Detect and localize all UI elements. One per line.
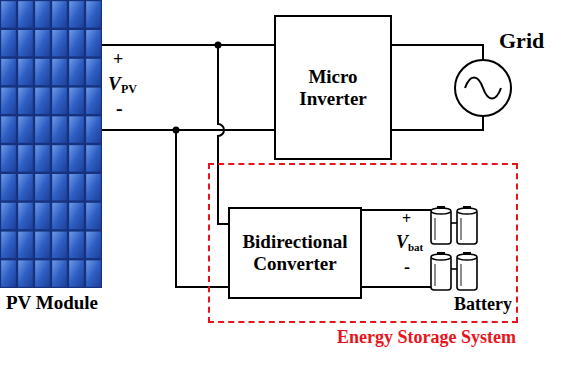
wire-connector xyxy=(102,45,274,130)
pv-cell xyxy=(69,116,84,142)
pv-cell xyxy=(86,30,101,56)
node-heading: PV Module xyxy=(0,292,104,314)
pv-cell xyxy=(35,145,50,171)
pv-cell xyxy=(52,174,67,200)
pv-cell xyxy=(35,174,50,200)
pv-cell xyxy=(52,145,67,171)
pv-cell xyxy=(86,174,101,200)
pv-cell xyxy=(35,88,50,114)
pv-cell xyxy=(52,59,67,85)
voltage-subscript: PV xyxy=(121,83,137,95)
junction-dot xyxy=(173,127,180,134)
pv-cell xyxy=(86,145,101,171)
grid-source: Grid xyxy=(453,28,568,120)
pv-cell xyxy=(1,174,16,200)
pv-cell xyxy=(1,116,16,142)
pv-module: PV Module xyxy=(0,0,104,318)
voltage-symbol: V xyxy=(396,233,408,251)
pv-cell xyxy=(52,260,67,286)
node-label: Bidirectional Converter xyxy=(236,231,354,275)
pv-cell xyxy=(35,203,50,229)
terminal-sign: - xyxy=(116,98,123,118)
pv-cell xyxy=(52,116,67,142)
pv-cell xyxy=(69,203,84,229)
pv-cell xyxy=(69,232,84,258)
voltage-symbol: V xyxy=(108,74,121,93)
pv-cell xyxy=(35,232,50,258)
pv-cell xyxy=(52,88,67,114)
pv-cell xyxy=(18,203,33,229)
pv-cell xyxy=(18,174,33,200)
pv-cell xyxy=(69,260,84,286)
group-heading: Energy Storage System xyxy=(337,327,516,348)
pv-cell xyxy=(86,232,101,258)
pv-panel-illustration xyxy=(0,0,102,288)
pv-cell xyxy=(86,203,101,229)
pv-cell xyxy=(69,145,84,171)
voltage-subscript: bat xyxy=(408,242,423,253)
pv-cell xyxy=(35,59,50,85)
pv-cell xyxy=(1,203,16,229)
pv-cell xyxy=(18,260,33,286)
pv-cell xyxy=(1,30,16,56)
wire-connector xyxy=(362,210,431,287)
process-box: Micro Inverter xyxy=(274,15,392,160)
pv-cell xyxy=(69,1,84,27)
pv-cell xyxy=(1,88,16,114)
pv-cell xyxy=(86,116,101,142)
pv-cell xyxy=(86,59,101,85)
pv-cell xyxy=(1,59,16,85)
node-heading: Battery xyxy=(454,294,512,315)
pv-cell xyxy=(1,232,16,258)
junction-dot xyxy=(215,42,222,49)
pv-cell xyxy=(69,88,84,114)
pv-cell xyxy=(18,145,33,171)
pv-cell xyxy=(18,1,33,27)
battery-cells xyxy=(427,202,483,294)
pv-cell xyxy=(1,260,16,286)
terminal-sign: + xyxy=(113,50,123,68)
pv-cell xyxy=(52,30,67,56)
process-box: Bidirectional Converter xyxy=(228,207,362,299)
pv-cell xyxy=(86,88,101,114)
pv-cell xyxy=(18,30,33,56)
pv-cell xyxy=(52,1,67,27)
pv-cell xyxy=(52,203,67,229)
pv-cell xyxy=(86,1,101,27)
group-region: Energy Storage SystemBidirectional Conve… xyxy=(208,163,518,323)
node-label: Micro Inverter xyxy=(282,66,384,110)
terminal-sign: + xyxy=(402,211,411,227)
pv-cell xyxy=(69,30,84,56)
pv-cell xyxy=(18,232,33,258)
pv-cell xyxy=(69,174,84,200)
pv-cell xyxy=(1,1,16,27)
pv-cell xyxy=(35,116,50,142)
pv-cell xyxy=(35,260,50,286)
pv-cell xyxy=(69,59,84,85)
pv-cell xyxy=(1,145,16,171)
pv-cell xyxy=(18,59,33,85)
pv-cell xyxy=(86,260,101,286)
pv-cell xyxy=(52,232,67,258)
pv-cell xyxy=(18,116,33,142)
terminal-sign: - xyxy=(404,258,410,276)
node-heading: Grid xyxy=(499,28,544,53)
battery-pack: Battery xyxy=(422,197,512,315)
pv-cell xyxy=(18,88,33,114)
pv-cell xyxy=(35,1,50,27)
pv-cell xyxy=(35,30,50,56)
